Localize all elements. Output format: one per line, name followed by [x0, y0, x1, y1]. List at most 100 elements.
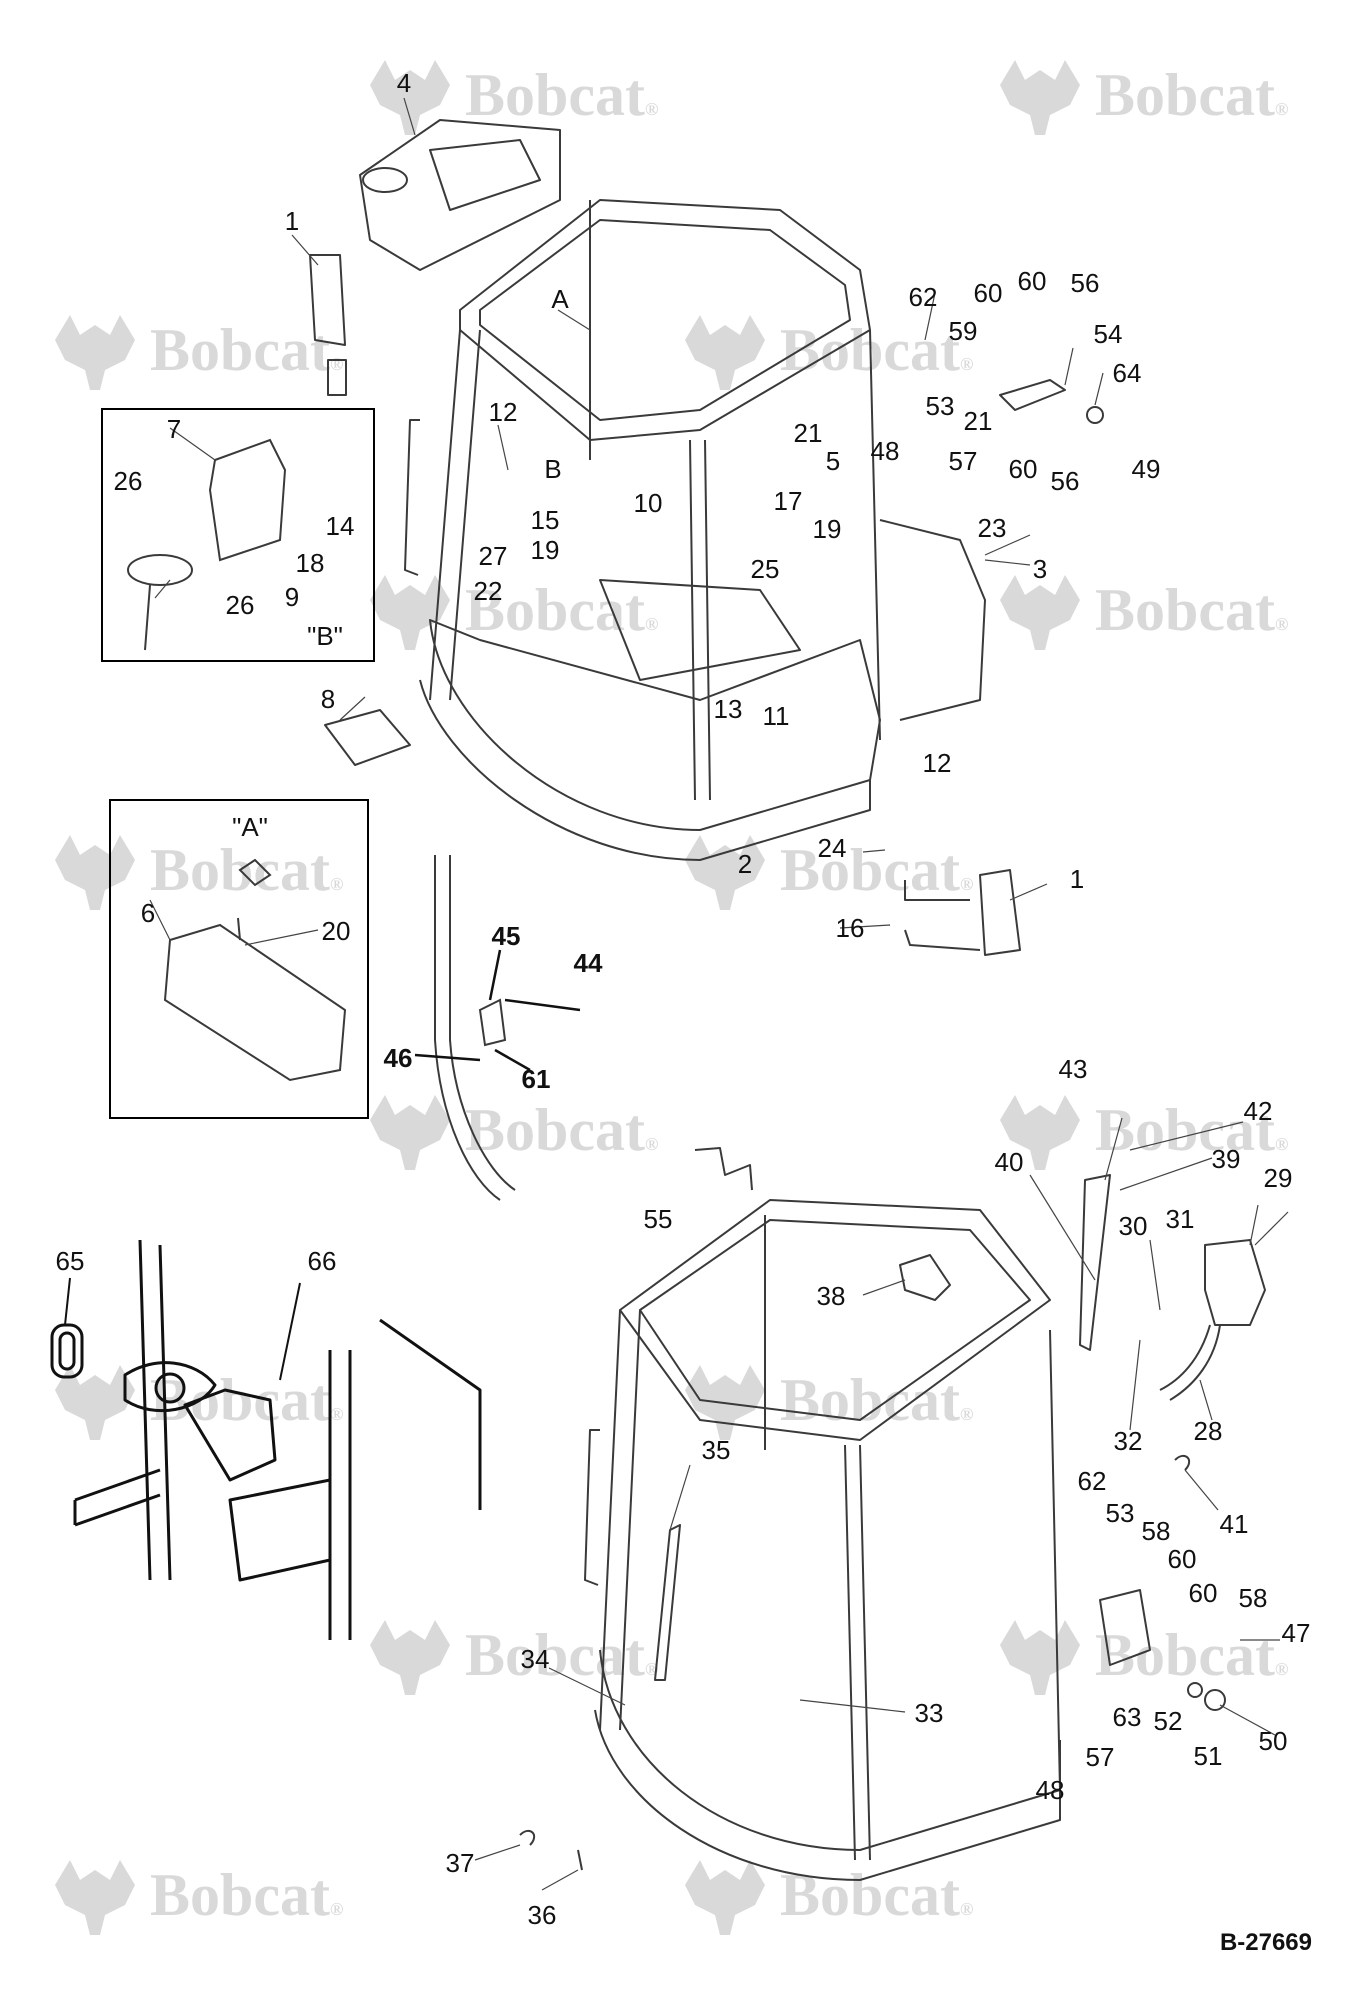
bobcat-logo-icon — [1000, 1095, 1080, 1170]
callout-54: 54 — [1094, 319, 1123, 349]
callout-52: 52 — [1154, 1706, 1183, 1736]
leader-line — [1029, 1174, 1096, 1281]
callout-28: 28 — [1194, 1416, 1223, 1446]
callout-56b: 56 — [1051, 466, 1080, 496]
inset-step — [73, 1468, 161, 1527]
watermark: Bobcat® — [55, 1365, 343, 1440]
callout-34: 34 — [521, 1644, 550, 1674]
washer-tank-29 — [1204, 1239, 1266, 1326]
watermark-registered-mark: ® — [1275, 1659, 1288, 1679]
callout-19b: 19 — [813, 514, 842, 544]
watermark-text: Bobcat® — [780, 1367, 973, 1433]
bobcat-logo-icon — [370, 575, 450, 650]
callout-53b: 53 — [1106, 1498, 1135, 1528]
leader-line — [64, 1277, 71, 1326]
mount-plate-66 — [123, 1361, 217, 1413]
cab-pillar — [429, 329, 461, 701]
wiper-blade-40 — [1079, 1174, 1111, 1351]
callout-21b: 21 — [964, 406, 993, 436]
watermark-registered-mark: ® — [330, 1899, 343, 1919]
callout-36: 36 — [528, 1900, 557, 1930]
callout-13: 13 — [714, 694, 743, 724]
callout-58: 58 — [1142, 1516, 1171, 1546]
knob-49 — [1086, 406, 1104, 424]
door-latch — [478, 998, 507, 1047]
inset-illustration — [50, 1239, 482, 1640]
detail-view-b: "B" — [101, 408, 375, 662]
callout-63: 63 — [1113, 1702, 1142, 1732]
callout-53: 53 — [926, 391, 955, 421]
inset-bracket — [183, 1388, 277, 1482]
leader-line — [1119, 1157, 1213, 1191]
wiper-blade-35 — [654, 1524, 681, 1681]
leader-line — [149, 899, 171, 941]
leader-lines — [64, 97, 1289, 1891]
watermark: Bobcat® — [1000, 60, 1288, 135]
watermark: Bobcat® — [1000, 575, 1288, 650]
cab-roof-inner — [479, 219, 851, 421]
leader-line — [154, 579, 171, 599]
callout-12: 12 — [489, 397, 518, 427]
bobcat-logo-icon — [1000, 60, 1080, 135]
grommet-65 — [50, 1323, 84, 1379]
watermark-text: Bobcat® — [780, 1862, 973, 1928]
watermark: Bobcat® — [55, 835, 343, 910]
cab-pillar — [704, 439, 711, 801]
leader-line — [244, 929, 319, 946]
callout-20: 20 — [322, 916, 351, 946]
callout-29: 29 — [1264, 1163, 1293, 1193]
door-post-detail — [434, 855, 516, 1201]
watermark-text: Bobcat® — [1095, 1622, 1288, 1688]
callout-10: 10 — [634, 488, 663, 518]
leader-line — [924, 292, 936, 341]
callout-1: 1 — [285, 206, 299, 236]
leader-line — [1129, 1121, 1244, 1151]
watermark: Bobcat® — [1000, 1095, 1288, 1170]
console-tray — [429, 139, 541, 211]
lower-cab-assembly — [519, 1147, 1266, 1881]
watermark: Bobcat® — [55, 1860, 343, 1935]
watermark: Bobcat® — [685, 835, 973, 910]
callout-38: 38 — [817, 1281, 846, 1311]
mount-ring — [127, 554, 193, 586]
leader-line — [1064, 347, 1074, 386]
callout-64: 64 — [1113, 358, 1142, 388]
callout-57b: 57 — [1086, 1742, 1115, 1772]
cab-rear-panel — [879, 519, 986, 721]
watermark-registered-mark: ® — [645, 99, 658, 119]
callout-48: 48 — [871, 436, 900, 466]
callout-9: 9 — [285, 582, 299, 612]
inset-box — [228, 1478, 332, 1582]
cab-roof-inner — [639, 1219, 1031, 1421]
bobcat-logo-icon — [1000, 575, 1080, 650]
watermark-text: Bobcat® — [465, 1097, 658, 1163]
watermark-text: Bobcat® — [150, 317, 343, 383]
callout-62b: 62 — [1078, 1466, 1107, 1496]
watermark-registered-mark: ® — [960, 874, 973, 894]
callout-42: 42 — [1244, 1096, 1273, 1126]
leader-line — [291, 234, 319, 266]
bobcat-logo-icon — [55, 1860, 135, 1935]
callout-60b: 60 — [1018, 266, 1047, 296]
watermark: Bobcat® — [370, 575, 658, 650]
callout-57: 57 — [949, 446, 978, 476]
callout-30: 30 — [1119, 1211, 1148, 1241]
bobcat-logo-icon — [685, 315, 765, 390]
watermark-registered-mark: ® — [960, 354, 973, 374]
leader-line — [1254, 1211, 1289, 1246]
callout-58b: 58 — [1239, 1583, 1268, 1613]
watermark-text: Bobcat® — [465, 577, 658, 643]
sun-visor-6 — [163, 923, 347, 1082]
detail-view-a: "A" — [109, 799, 369, 1119]
watermark-registered-mark: ® — [645, 614, 658, 634]
cab-floor-edge — [419, 679, 871, 861]
watermark-text: Bobcat® — [150, 1367, 343, 1433]
leader-line — [474, 1844, 521, 1861]
inset-panel — [328, 1318, 482, 1640]
callout-66: 66 — [308, 1246, 337, 1276]
callout-22: 22 — [474, 576, 503, 606]
leader-line — [557, 309, 591, 331]
cab-pillar — [619, 1309, 641, 1731]
cab-roof-frame — [619, 1199, 1051, 1441]
